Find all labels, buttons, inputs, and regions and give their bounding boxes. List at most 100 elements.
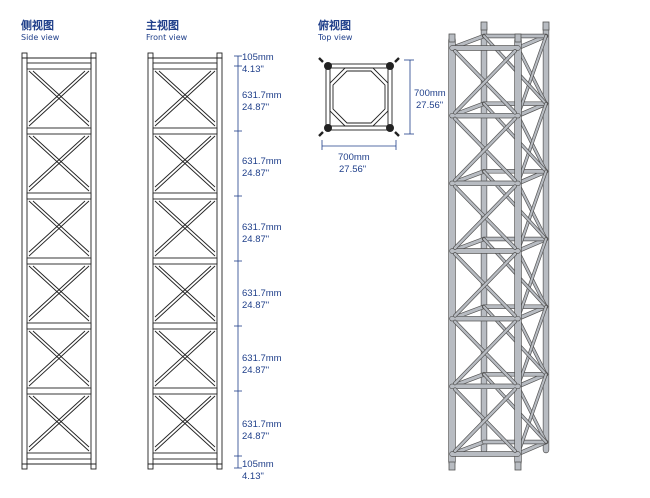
side-view-spigot-tl bbox=[21, 52, 28, 59]
tower-diagonal-front-highlight bbox=[453, 252, 517, 317]
front-view-diagonal-brace bbox=[154, 265, 212, 318]
side-view-diagonal-brace bbox=[28, 200, 86, 253]
side-view-diagonal-brace bbox=[28, 330, 90, 387]
section-1-mm: 631.7mm bbox=[242, 90, 282, 101]
side-view-diagonal-brace bbox=[28, 70, 86, 123]
front-view-diagonal-brace bbox=[154, 70, 212, 123]
front-view-diagonal-brace bbox=[154, 200, 216, 257]
front-view-diagonal-brace bbox=[154, 70, 216, 127]
tower-spigot-top bbox=[514, 33, 522, 43]
front-view-spigot-br bbox=[216, 463, 223, 470]
tower-spigot-top bbox=[480, 21, 488, 31]
side-view-right-chord bbox=[90, 57, 97, 465]
side-view-diagonal-brace bbox=[28, 330, 86, 383]
side-view-horizontal-rail bbox=[26, 452, 92, 460]
tower-diagonal-front-highlight bbox=[453, 388, 517, 453]
section-2-mm: 631.7mm bbox=[242, 156, 282, 167]
tower-diagonal-front-highlight bbox=[453, 185, 517, 250]
side-view-diagonal-brace bbox=[28, 135, 86, 188]
section-5-mm: 631.7mm bbox=[242, 353, 282, 364]
end-dimension-bottom-mm: 105mm bbox=[242, 459, 274, 470]
side-view-horizontal-rail bbox=[26, 192, 92, 200]
front-view-title-en: Front view bbox=[146, 33, 188, 42]
front-view-diagonal-brace bbox=[154, 395, 216, 452]
side-view-title-en: Side view bbox=[21, 33, 60, 42]
top-view-chord-bl bbox=[324, 124, 332, 132]
side-view-diagonal-brace bbox=[28, 135, 90, 192]
tower-diagonal-front-highlight bbox=[453, 49, 517, 114]
tower-diagonal-right-highlight bbox=[517, 305, 547, 388]
front-view-spigot-bl bbox=[147, 463, 154, 470]
top-view-frame-inner bbox=[329, 67, 389, 127]
side-view-horizontal-rail bbox=[26, 62, 92, 70]
section-3-mm: 631.7mm bbox=[242, 222, 282, 233]
side-view-diagonal-brace bbox=[28, 395, 86, 448]
front-view-horizontal-rail bbox=[152, 127, 218, 135]
top-view-spigot-br bbox=[394, 131, 400, 137]
top-view-title-en: Top view bbox=[317, 33, 353, 42]
end-dimension-bottom-in: 4.13" bbox=[242, 471, 264, 482]
front-view-diagonal-brace bbox=[154, 135, 212, 188]
side-view-diagonal-brace bbox=[28, 200, 90, 257]
front-view-spigot-tr bbox=[216, 52, 223, 59]
front-view-right-chord bbox=[216, 57, 223, 465]
tower-spigot-bottom bbox=[448, 461, 456, 471]
front-view-horizontal-rail bbox=[152, 322, 218, 330]
side-view-diagonal-brace bbox=[28, 70, 90, 127]
end-dimension-top-mm: 105mm bbox=[242, 52, 274, 63]
side-view-drawing bbox=[21, 52, 97, 470]
top-view-width-in: 27.56" bbox=[339, 164, 366, 175]
top-view-spigot-tr bbox=[394, 57, 400, 63]
top-view-width-mm: 700mm bbox=[338, 152, 370, 163]
front-view-horizontal-rail bbox=[152, 452, 218, 460]
tower-diagonal-right-highlight bbox=[517, 373, 547, 455]
tower-spigot-top bbox=[448, 33, 456, 43]
section-6-mm: 631.7mm bbox=[242, 419, 282, 430]
tower-spigot-bottom bbox=[514, 461, 522, 471]
top-view-drawing: 700mm 27.56" 700mm 27.56" bbox=[318, 57, 446, 175]
front-view-diagonal-brace bbox=[154, 265, 216, 322]
top-view-frame-outer bbox=[325, 63, 393, 131]
side-view-left-chord bbox=[21, 57, 28, 465]
height-dimension-chain: 105mm 4.13" 631.7mm 24.87" 631.7mm 24.87… bbox=[234, 52, 282, 482]
front-view-title-cn: 主视图 bbox=[146, 18, 179, 32]
front-view-drawing bbox=[147, 52, 223, 470]
top-view-chord-br bbox=[386, 124, 394, 132]
front-view-diagonal-brace bbox=[154, 395, 212, 448]
section-6-in: 24.87" bbox=[242, 431, 269, 442]
front-view-horizontal-rail bbox=[152, 62, 218, 70]
top-view-depth-mm: 700mm bbox=[414, 88, 446, 99]
side-view-horizontal-rail bbox=[26, 257, 92, 265]
tower-diagonal-right-highlight bbox=[517, 102, 547, 185]
top-view-chord-tl bbox=[324, 62, 332, 70]
section-3-in: 24.87" bbox=[242, 234, 269, 245]
top-view-octagon-brace-inner bbox=[332, 70, 386, 124]
tower-diagonal-front-highlight bbox=[453, 320, 517, 385]
side-view-diagonal-brace bbox=[28, 265, 90, 322]
side-view-diagonal-brace bbox=[28, 395, 90, 452]
tower-diagonal-right-highlight bbox=[517, 238, 547, 320]
front-view-horizontal-rail bbox=[152, 387, 218, 395]
side-view-horizontal-rail bbox=[26, 387, 92, 395]
side-view-spigot-br bbox=[90, 463, 97, 470]
front-view-spigot-tl bbox=[147, 52, 154, 59]
top-view-chord-tr bbox=[386, 62, 394, 70]
truss-tower-3d-render bbox=[448, 21, 550, 471]
top-view-title-cn: 俯视图 bbox=[318, 18, 351, 32]
top-view-spigot-tl bbox=[318, 57, 324, 63]
front-view-horizontal-rail bbox=[152, 192, 218, 200]
front-view-horizontal-rail bbox=[152, 257, 218, 265]
end-dimension-top-in: 4.13" bbox=[242, 64, 264, 75]
tower-spigot-top bbox=[542, 21, 550, 31]
front-view-diagonal-brace bbox=[154, 330, 212, 383]
section-4-in: 24.87" bbox=[242, 300, 269, 311]
side-view-spigot-tr bbox=[90, 52, 97, 59]
top-view-spigot-bl bbox=[318, 131, 324, 137]
top-view-octagon-brace bbox=[329, 67, 389, 127]
side-view-horizontal-rail bbox=[26, 127, 92, 135]
side-view-title-cn: 侧视图 bbox=[21, 18, 54, 32]
front-view-diagonal-brace bbox=[154, 135, 216, 192]
section-2-in: 24.87" bbox=[242, 168, 269, 179]
tower-diagonal-right-highlight bbox=[517, 170, 547, 252]
